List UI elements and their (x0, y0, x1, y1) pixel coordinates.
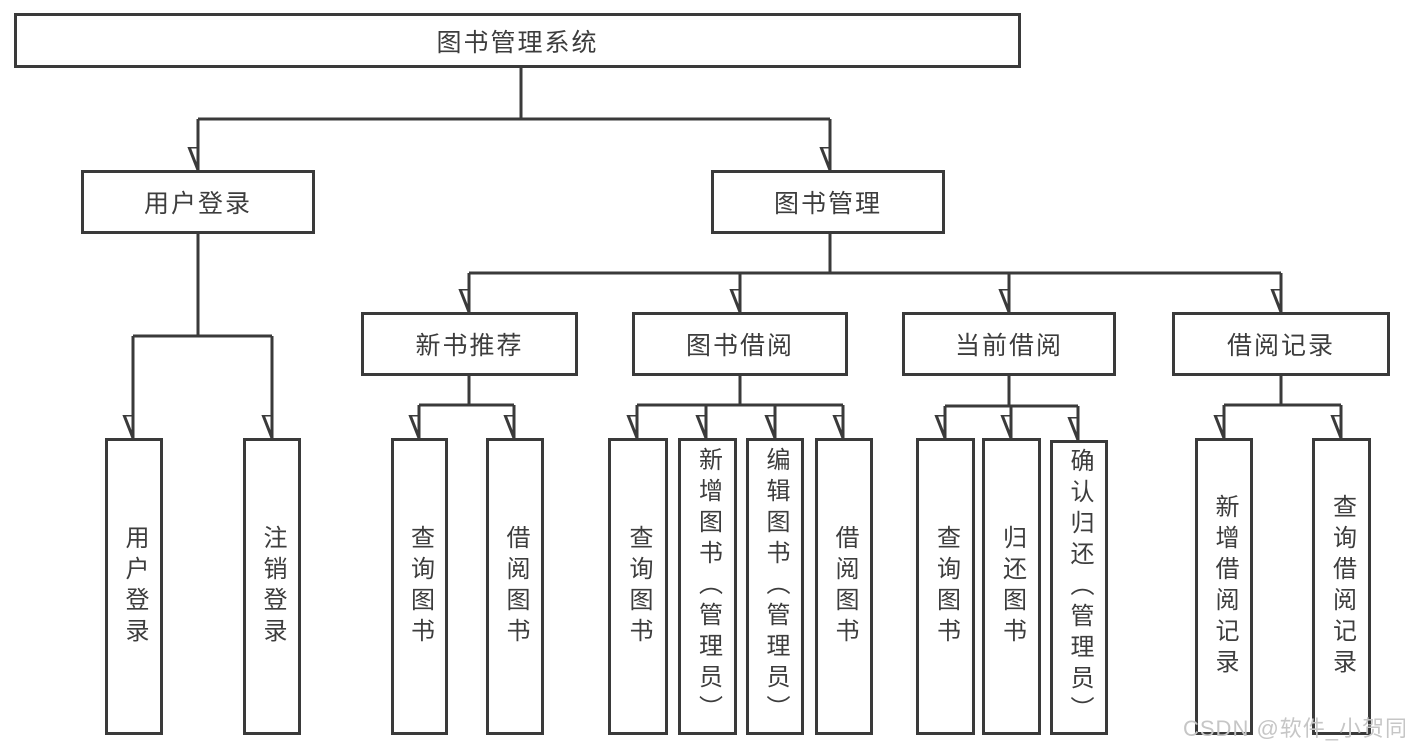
connector-book-mgmt-fork (469, 234, 1283, 312)
connector-new-book-fork (419, 376, 516, 438)
leaf-borrow-books: 借阅图书 (815, 438, 873, 735)
leaf-add-borrow-record-label: 新增借阅记录 (1211, 493, 1238, 680)
leaf-query-books-newbook-label: 查询图书 (406, 524, 434, 649)
leaf-query-books-newbook: 查询图书 (391, 438, 448, 735)
leaf-logout-login: 注销登录 (243, 438, 301, 735)
leaf-add-books-admin: 新增图书（管理员） (678, 438, 737, 735)
node-current-borrowing: 当前借阅 (902, 312, 1116, 376)
connector-borrow-records-fork (1224, 376, 1343, 438)
leaf-edit-books-admin: 编辑图书（管理员） (746, 438, 804, 735)
leaf-confirm-return-admin-label: 确认归还（管理员） (1066, 448, 1093, 727)
node-user-login: 用户登录 (81, 170, 315, 234)
csdn-watermark: CSDN @软件_小贺同学 (1183, 716, 1405, 741)
leaf-add-books-admin-label: 新增图书（管理员） (694, 447, 722, 726)
leaf-user-login-label: 用户登录 (121, 524, 148, 649)
leaf-add-borrow-record: 新增借阅记录 (1195, 438, 1253, 735)
leaf-borrow-books-newbook: 借阅图书 (486, 438, 544, 735)
leaf-user-login: 用户登录 (105, 438, 163, 735)
leaf-query-books-borrowing-label: 查询图书 (625, 524, 652, 649)
leaf-confirm-return-admin: 确认归还（管理员） (1050, 440, 1108, 735)
leaf-query-books-borrowing: 查询图书 (608, 438, 668, 735)
leaf-return-books: 归还图书 (982, 438, 1041, 735)
connector-book-borrow-fork (637, 376, 845, 438)
node-book-management: 图书管理 (711, 170, 945, 234)
leaf-borrow-books-newbook-label: 借阅图书 (502, 524, 529, 649)
leaf-query-books-current: 查询图书 (916, 438, 975, 735)
node-book-borrowing: 图书借阅 (632, 312, 848, 376)
node-library-management-system: 图书管理系统 (14, 13, 1021, 68)
leaf-query-borrow-record: 查询借阅记录 (1312, 438, 1371, 735)
leaf-return-books-label: 归还图书 (998, 524, 1026, 649)
leaf-logout-login-label: 注销登录 (259, 524, 286, 649)
leaf-query-books-current-label: 查询图书 (932, 524, 960, 649)
leaf-query-borrow-record-label: 查询借阅记录 (1328, 493, 1356, 680)
connector-root-fork (198, 68, 832, 170)
connector-current-borrow-fork (945, 376, 1080, 440)
leaf-edit-books-admin-label: 编辑图书（管理员） (762, 447, 789, 726)
node-new-book-recommendation: 新书推荐 (361, 312, 578, 376)
node-borrowing-records: 借阅记录 (1172, 312, 1390, 376)
connector-user-login-fork (133, 234, 274, 438)
leaf-borrow-books-label: 借阅图书 (831, 524, 858, 649)
